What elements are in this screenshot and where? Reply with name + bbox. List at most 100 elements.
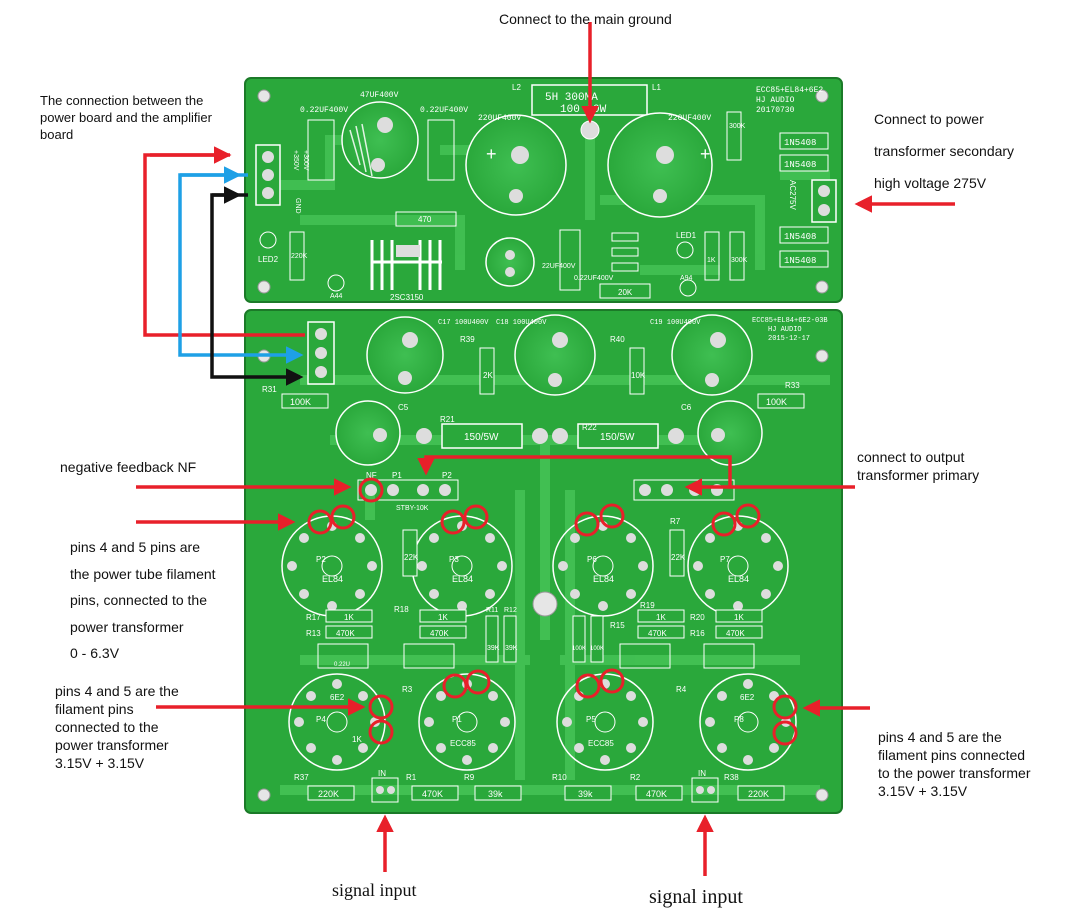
amp-board-title-1: ECC85+EL84+6E2-03B [752,317,828,325]
ac-label: AC275V [788,180,797,210]
choke-resistor-label: 100 10W [560,104,607,116]
svg-text:+: + [486,144,497,164]
annotation-filament-right-line-3: to the power transformer [878,765,1031,781]
diode-label-2: 1N5408 [784,160,816,170]
power-cap-label-4: 220UF400V [478,114,521,123]
label-p6-tube: P6 [587,555,597,564]
nf-header-left [357,479,459,501]
resistor-22k-right: 22K [671,553,686,562]
resistor-10k: 10K [631,371,646,380]
resistor-220k-right: 220K [748,789,769,799]
label-a94: A94 [680,275,693,282]
label-r21: R21 [440,415,455,424]
annotation-board-connection-line-3: board [40,127,74,142]
heat-sink [370,240,442,290]
amp-cap-label-2: C18 100U400V [496,319,547,327]
resistor-39k-1: 39K [487,645,500,652]
annotation-power-tube-filament-line-4: power transformer [70,618,184,635]
amp-cap-label-3: C19 100U400V [650,319,701,327]
amp-cap-label-1: C17 100U400V [438,319,489,327]
annotation-power-tube-filament-line-3: pins, connected to the [70,592,207,608]
resistor-22k-left: 22K [404,553,419,562]
diode-label-1: 1N5408 [784,138,816,148]
label-1k-tube: 1K [352,735,362,744]
annotation-filament-right-line-4: 3.15V + 3.15V [878,783,968,799]
label-r13: R13 [306,629,321,638]
svg-text:+: + [700,144,711,164]
label-220k: 220K [291,253,308,260]
resistor-1k-3: 1K [656,613,666,622]
annotation-board-connection-line-1: The connection between the [40,93,204,108]
annotation-board-connection-line-2: power board and the amplifier [40,110,212,125]
tube-label-el84-3: EL84 [593,574,614,584]
annotation-power-transformer-line-3: high voltage 275V [874,175,987,191]
resistor-1k-2: 1K [438,613,448,622]
resistor-100k-left: 100K [290,397,311,407]
label-r11: R11 [486,607,498,614]
annotation-filament-right: pins 4 and 5 are the filament pins conne… [878,728,1031,800]
label-nf-left: NF [366,471,377,480]
label-r10: R10 [552,773,567,782]
label-r33: R33 [785,381,800,390]
choke-label: 5H 300MA [545,92,598,104]
film-cap-label-1: 0.22U [334,662,350,668]
annotation-main-ground: Connect to the main ground [499,11,672,27]
label-r18: R18 [394,605,409,614]
terminal-label-350v: +350V [292,150,299,171]
tube-label-el84-2: EL84 [452,574,473,584]
resistor-470k-bottom-right: 470K [646,789,667,799]
label-r7: R7 [670,517,681,526]
power-board-title-1: ECC85+EL84+6E2 [756,86,823,95]
label-r16: R16 [690,629,705,638]
label-p3-tube: P3 [449,555,459,564]
label-p2-tube: P2 [316,555,326,564]
power-cap-label-2: 47UF400V [360,91,399,100]
annotation-power-transformer-line-2: transformer secondary [874,143,1015,159]
resistor-100k-4: 100K [590,646,604,652]
resistor-39k-2: 39K [505,645,518,652]
tube-label-ecc85-right: ECC85 [588,739,614,748]
label-r31: R31 [262,385,277,394]
annotation-signal-input-right: signal input [649,886,743,908]
label-a44: A44 [330,293,343,300]
resistor-100k-right: 100K [766,397,787,407]
annotation-board-connection: The connection between the power board a… [40,92,212,143]
amplifier-board: C17 100U400V C18 100U400V C19 100U400V E… [244,309,843,814]
label-p5-tube: P5 [586,715,596,724]
input-header-right [691,777,719,803]
board-connection-wires [143,146,305,386]
input-label-right: IN [698,769,706,778]
label-300k-b: 300K [731,257,748,264]
tube-label-el84-1: EL84 [322,574,343,584]
tube-label-6e2-left: 6E2 [330,693,345,702]
ac-terminal-block [811,179,837,223]
label-p2-left: P2 [442,471,452,480]
label-20k: 20K [618,288,633,297]
diode-label-4: 1N5408 [784,256,816,266]
terminal-label-gnd: GND [294,198,301,214]
annotation-filament-left-line-3: connected to the [55,719,159,735]
label-r15: R15 [610,621,625,630]
label-r3: R3 [402,685,413,694]
label-r22: R22 [582,423,597,432]
label-r1: R1 [406,773,417,782]
input-header-left [371,777,399,803]
label-470: 470 [418,215,432,224]
resistor-470k-2: 470K [430,629,449,638]
label-p1-left: P1 [392,471,402,480]
label-r37: R37 [294,773,309,782]
tube-label-6e2-right: 6E2 [740,693,755,702]
label-stby-left: STBY-10K [396,505,429,512]
annotation-filament-left-line-5: 3.15V + 3.15V [55,755,145,771]
label-c5: C5 [398,403,409,412]
label-l2: L2 [512,83,521,92]
annotation-filament-right-line-2: filament pins connected [878,747,1026,763]
power-board-title-3: 20170730 [756,106,795,115]
power-terminal-block [255,144,281,206]
annotation-negative-feedback: negative feedback NF [60,459,197,475]
label-r9: R9 [464,773,475,782]
annotation-power-tube-filament-line-2: the power tube filament [70,565,216,582]
tube-label-ecc85-left: ECC85 [450,739,476,748]
resistor-470k-bottom-left: 470K [422,789,443,799]
annotation-power-tube-filament-line-5: 0 - 6.3V [70,645,120,661]
